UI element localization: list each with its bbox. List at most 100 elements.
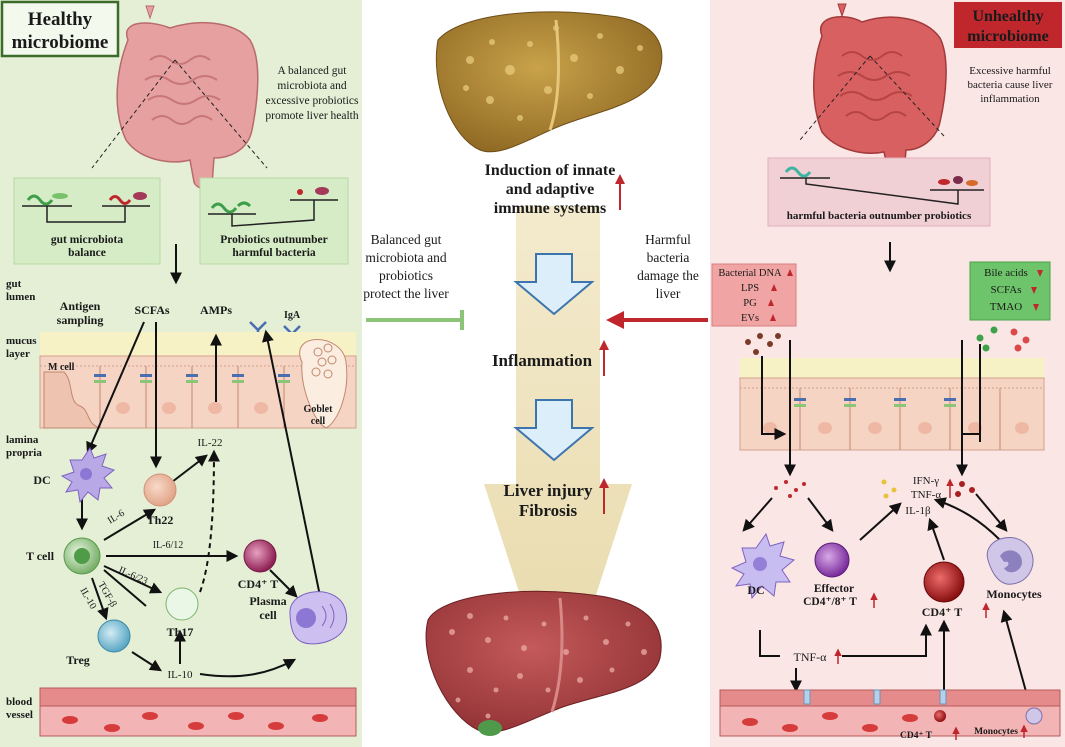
healthy-header-line1: Healthy: [28, 9, 93, 30]
unhealthy-header-box: [954, 2, 1062, 48]
unhealthy-caption-3: inflammation: [980, 93, 1040, 105]
center-right-note-2: bacteria: [647, 250, 690, 265]
mucus-layer-label-2: layer: [6, 348, 30, 360]
zoom-line-right: [174, 59, 268, 169]
red-box-item-2: LPS: [741, 283, 759, 294]
th22-label: Th22: [147, 513, 174, 527]
blood-vessel-label-1: blood: [6, 696, 32, 708]
harmful-box-label: harmful bacteria outnumber probiotics: [787, 210, 972, 222]
amps-label: AMPs: [200, 303, 232, 317]
harmful-scale-icon: [780, 166, 984, 205]
th17-to-il22-dashed: [199, 449, 220, 593]
damage-arrow-head: [606, 311, 624, 329]
stage2-label: Inflammation: [492, 351, 593, 370]
cytokine-3: IL-1β: [905, 505, 931, 517]
stage3-line2: Fibrosis: [519, 501, 578, 520]
treg-cell: [97, 619, 131, 653]
il22-label: IL-22: [197, 437, 222, 449]
lamina-propria-label-1: lamina: [6, 434, 39, 446]
cd4-label-u: CD4⁺ T: [922, 605, 962, 619]
green-box-item-1: Bile acids: [984, 267, 1028, 279]
stage3-line1: Liver injury: [504, 481, 593, 500]
unhealthy-caption-2: bacteria cause liver: [968, 79, 1053, 91]
balance-box-line1: gut microbiota: [51, 234, 124, 246]
healthy-liver-image: [435, 11, 663, 153]
red-box-item-4: EVs: [741, 313, 759, 324]
cd4-label-healthy: CD4⁺ T: [238, 577, 278, 591]
dc-label-u: DC: [747, 583, 764, 597]
dc-label: DC: [33, 473, 50, 487]
center-right-note-1: Harmful: [645, 232, 691, 247]
center-right-note-4: liver: [656, 286, 681, 301]
il612-label: IL-6/12: [153, 540, 184, 551]
zoom-line-left: [91, 59, 176, 169]
zoom-line-left-u: [799, 55, 871, 141]
center-left-note-3: probiotics: [379, 268, 433, 283]
center-left-note-1: Balanced gut: [371, 232, 442, 247]
effector-label-1: Effector: [814, 583, 854, 595]
goblet-label-2: cell: [311, 416, 326, 427]
lamina-propria-label-2: propria: [6, 447, 42, 459]
monocyte-cell: [986, 536, 1034, 585]
red-metabolite-box: [711, 263, 797, 327]
red-box-item-3: PG: [743, 298, 757, 309]
monocytes-label: Monocytes: [986, 587, 1042, 601]
blood-vessel-unhealthy: [719, 689, 1061, 737]
green-box-item-3: TMAO: [990, 301, 1022, 313]
scfas-label: SCFAs: [134, 303, 169, 317]
cytokine-1: IFN-γ: [913, 475, 939, 487]
green-metabolite-box: [969, 261, 1051, 321]
vessel-cd4-label: CD4⁺ T: [900, 731, 933, 741]
treg-label: Treg: [66, 653, 90, 667]
red-box-up-arrows: [768, 269, 793, 321]
goblet-label-1: Goblet: [304, 404, 334, 415]
healthy-caption-2: microbiota and: [277, 80, 347, 92]
stage1-line2: and adaptive: [506, 181, 594, 198]
mucus-layer-u: [740, 358, 1044, 380]
fibrotic-liver-image: [425, 590, 662, 736]
probiotics-box-line2: harmful bacteria: [232, 247, 316, 259]
probiotics-scale-icon: [208, 187, 338, 227]
bacterial-particles: [745, 326, 1030, 355]
center-left-note-2: microbiota and: [365, 250, 447, 265]
tnfa-label: TNF-α: [794, 650, 828, 664]
unhealthy-header-line2: microbiome: [967, 28, 1048, 45]
dc-cell-healthy: [60, 446, 116, 504]
center-left-note-4: protect the liver: [363, 286, 449, 301]
gut-lumen-label-1: gut: [6, 278, 22, 290]
stage1-line1: Induction of innate: [485, 162, 616, 179]
gut-lumen-label-2: lumen: [6, 291, 35, 303]
effector-cell: [814, 542, 850, 578]
blood-vessel-label-2: vessel: [6, 709, 33, 721]
stage1-line3: immune systems: [494, 200, 606, 217]
healthy-caption-1: A balanced gut: [278, 65, 348, 77]
unhealthy-caption-1: Excessive harmful: [969, 65, 1051, 77]
probiotics-box-line1: Probiotics outnumber: [220, 234, 327, 246]
epithelium-healthy: [39, 339, 357, 429]
th17-cell: [165, 587, 199, 621]
m-cell-label: M cell: [48, 362, 75, 373]
red-box-item-1: Bacterial DNA: [718, 268, 782, 279]
dc-cell-unhealthy: [730, 532, 796, 600]
healthy-caption-4: promote liver health: [265, 110, 358, 122]
effector-label-2: CD4⁺/8⁺ T: [803, 596, 857, 608]
cd4-cell-healthy: [243, 539, 277, 573]
released-particles: [774, 479, 975, 499]
goblet-cell-shape: [299, 339, 348, 429]
t-cell-label: T cell: [26, 549, 55, 563]
blood-vessel-healthy: [39, 687, 357, 737]
antigen-sampling-line1: Antigen: [60, 299, 101, 313]
antigen-sampling-line2: sampling: [57, 313, 104, 327]
harmful-box: [767, 157, 991, 227]
th22-cell: [143, 473, 177, 507]
t-cell-nucleus: [74, 548, 90, 564]
balance-box: [13, 177, 161, 265]
progression-shaft: [484, 206, 632, 712]
down-arrow-2: [513, 399, 595, 462]
il10b-label: IL-10: [167, 669, 193, 681]
green-box-down-arrows: [1031, 270, 1043, 311]
epithelium-unhealthy: [739, 377, 1045, 451]
healthy-header-box: [0, 0, 120, 58]
balance-scale-icon: [22, 192, 150, 223]
